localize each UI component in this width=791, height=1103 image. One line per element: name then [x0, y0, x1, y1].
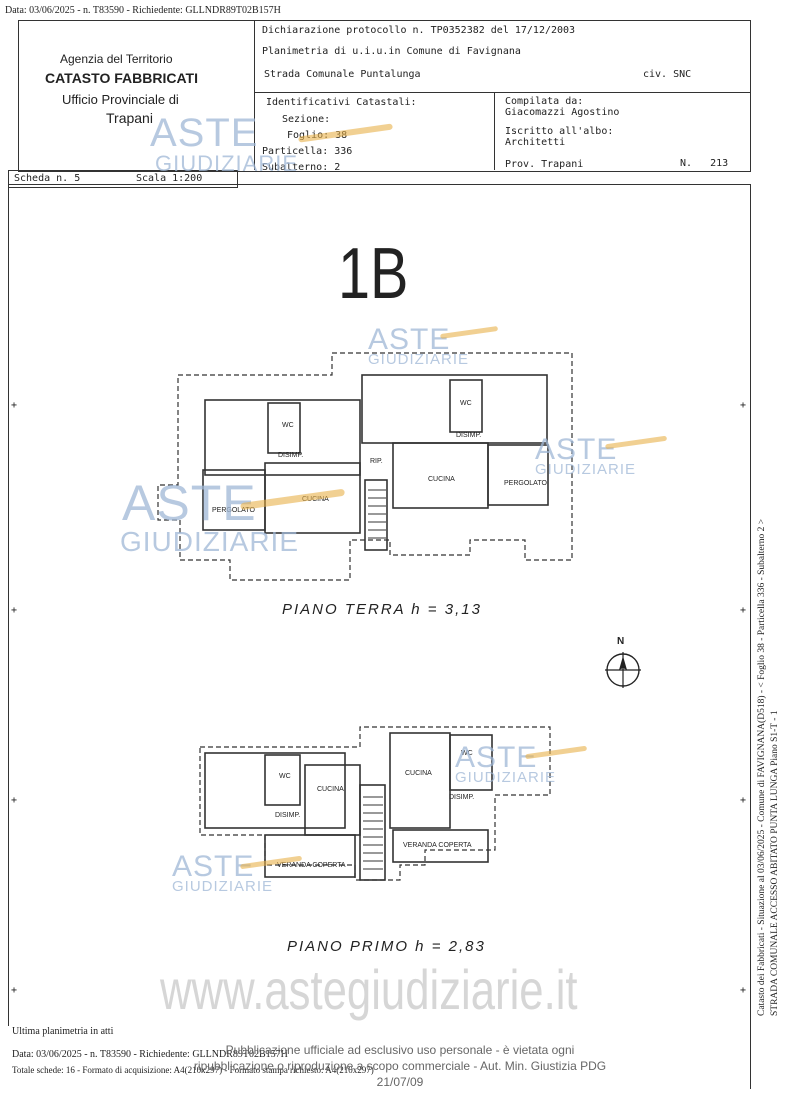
room-label: PERGOLATO	[504, 480, 547, 487]
agency-line4: Trapani	[106, 110, 153, 126]
hammer-icon	[440, 326, 498, 339]
room-label: CUCINA	[317, 786, 344, 793]
footer-totale-line: Totale schede: 16 - Formato di acquisizi…	[12, 1065, 374, 1075]
room-label: CUCINA	[405, 770, 432, 777]
side-text-line1: Catasto dei Fabbricati - Situazione al 0…	[757, 518, 767, 1016]
first-floor-title: PIANO PRIMO h = 2,83	[287, 938, 486, 955]
room-label: VERANDA COPERTA	[403, 842, 472, 849]
room-label: WC	[461, 750, 473, 757]
hammer-icon	[298, 123, 393, 143]
iscritto-value: Architetti	[505, 137, 566, 148]
watermark-brand-top: ASTE	[150, 111, 259, 155]
planimetria: Planimetria di u.i.u.in Comune di Favign…	[262, 46, 521, 57]
civ: civ. SNC	[643, 69, 692, 80]
room-label: VERANDA COPERTA	[277, 862, 346, 869]
publication-notice: Pubblicazione ufficiale ad esclusivo uso…	[170, 1042, 630, 1090]
agency-line2: CATASTO FABBRICATI	[45, 70, 198, 86]
room-label: WC	[279, 773, 291, 780]
compilata-label: Compilata da:	[505, 96, 584, 107]
room-label: DISIMP.	[449, 794, 474, 801]
room-label: DISIMP.	[278, 452, 303, 459]
ultima-planimetria: Ultima planimetria in atti	[12, 1026, 114, 1037]
particella: Particella: 336	[262, 146, 353, 157]
watermark-url: www.astegiudiziarie.it	[160, 958, 578, 1021]
watermark-brand-top: ASTE	[455, 741, 538, 774]
compilata-name: Giacomazzi Agostino	[505, 107, 620, 118]
room-label: DISIMP.	[456, 432, 481, 439]
hammer-icon	[605, 436, 667, 449]
footer-data-line: Data: 03/06/2025 - n. T83590 - Richieden…	[12, 1049, 288, 1060]
room-label: WC	[282, 422, 294, 429]
notice-line1: Pubblicazione ufficiale ad esclusivo uso…	[225, 1043, 575, 1057]
watermark-brand-bottom: GIUDIZIARIE	[368, 351, 470, 368]
room-label: DISIMP.	[275, 812, 300, 819]
hammer-icon	[525, 746, 587, 759]
watermark-brand-top: ASTE	[122, 475, 257, 531]
ground-floor-title: PIANO TERRA h = 3,13	[282, 601, 482, 618]
side-text-line2: STRADA COMUNALE ACCESSO ABITATO PUNTA LU…	[770, 710, 780, 1016]
north-label: N	[617, 636, 625, 647]
watermark-brand-top: ASTE	[535, 433, 618, 466]
watermark-brand-bottom: GIUDIZIARIE	[120, 526, 300, 557]
prov: Prov. Trapani	[505, 159, 584, 170]
identificativi-label: Identificativi Catastali:	[266, 97, 417, 108]
room-label: RIP.	[370, 458, 383, 465]
room-label: PERGOLATO	[212, 507, 255, 514]
sezione: Sezione:	[282, 114, 331, 125]
dichiarazione: Dichiarazione protocollo n. TP0352382 de…	[262, 25, 576, 36]
watermark-brand-top: ASTE	[172, 850, 255, 883]
scala: Scala 1:200	[136, 173, 203, 184]
room-label: CUCINA	[428, 476, 455, 483]
hammer-icon	[240, 489, 345, 510]
address: Strada Comunale Puntalunga	[264, 69, 421, 80]
agency-line3: Ufficio Provinciale di	[62, 92, 179, 107]
watermark-brand-bottom: GIUDIZIARIE	[172, 878, 274, 895]
top-stamp: Data: 03/06/2025 - n. T83590 - Richieden…	[5, 5, 281, 16]
notice-line2: ripubblicazione o riproduzione a scopo c…	[193, 1059, 607, 1089]
scheda: Scheda n. 5	[14, 173, 81, 184]
watermark-brand-top: ASTE	[368, 323, 451, 356]
subalterno: Subalterno: 2	[262, 162, 341, 173]
numero: N. 213	[680, 158, 729, 169]
unit-label: 1B	[338, 234, 409, 314]
room-label: WC	[460, 400, 472, 407]
iscritto-label: Iscritto all'albo:	[505, 126, 614, 137]
ground-floor-plan: WC DISIMP. CUCINA PERGOLATO RIP. WC DISI…	[157, 352, 573, 581]
watermark-brand-bottom: GIUDIZIARIE	[155, 151, 299, 176]
scheda-box	[8, 170, 238, 188]
hammer-icon	[240, 856, 302, 869]
first-floor-plan: WC CUCINA DISIMP. VERANDA COPERTA CUCINA…	[199, 726, 551, 881]
watermark-brand-bottom: GIUDIZIARIE	[455, 769, 557, 786]
agency-line1: Agenzia del Territorio	[60, 52, 173, 66]
header-frame	[18, 20, 751, 172]
north-arrow-icon	[605, 652, 641, 688]
watermark-brand-bottom: GIUDIZIARIE	[535, 461, 637, 478]
